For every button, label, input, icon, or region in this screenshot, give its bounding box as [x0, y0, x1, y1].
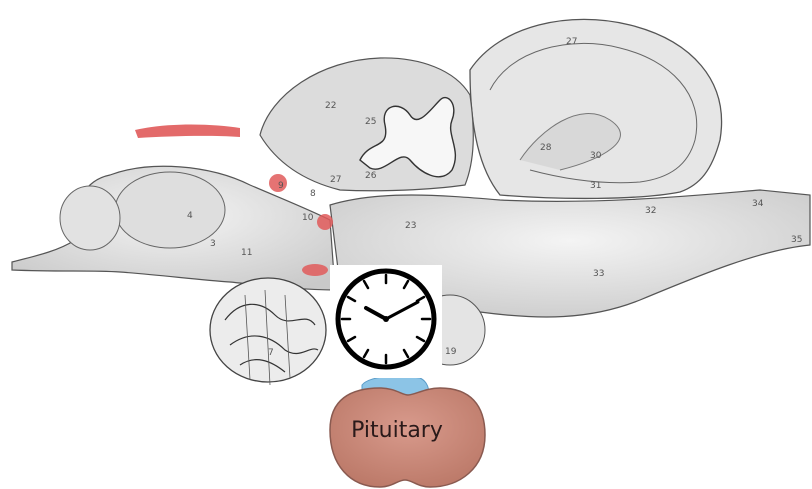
label-23: 23 — [405, 221, 416, 231]
label-30: 30 — [590, 151, 602, 161]
label-35: 35 — [791, 235, 802, 245]
label-4: 4 — [187, 211, 193, 221]
label-32: 32 — [645, 206, 656, 216]
thalamus — [115, 172, 225, 248]
label-28: 28 — [540, 143, 552, 153]
highlight-spot-base — [302, 264, 328, 276]
label-31: 31 — [590, 181, 601, 191]
highlight-pineal-strip — [135, 125, 240, 139]
highlight-spot-10 — [317, 214, 333, 230]
label-3: 3 — [210, 239, 216, 249]
label-10: 10 — [302, 213, 314, 223]
label-27b: 27 — [330, 175, 341, 185]
label-34: 34 — [752, 199, 764, 209]
label-9: 9 — [278, 181, 284, 191]
clock-icon — [330, 265, 442, 378]
cerebral-hemisphere — [470, 19, 722, 198]
label-8: 8 — [310, 189, 316, 199]
lobe-4 — [60, 186, 120, 250]
label-22: 22 — [325, 101, 336, 111]
label-11: 11 — [241, 248, 252, 258]
label-33: 33 — [593, 269, 604, 279]
label-19: 19 — [445, 347, 457, 357]
cerebellum — [210, 278, 326, 385]
label-27a: 27 — [566, 37, 577, 47]
label-25: 25 — [365, 117, 376, 127]
label-26: 26 — [365, 171, 377, 181]
label-7: 7 — [268, 348, 274, 358]
pituitary-label: Pituitary — [351, 418, 443, 443]
